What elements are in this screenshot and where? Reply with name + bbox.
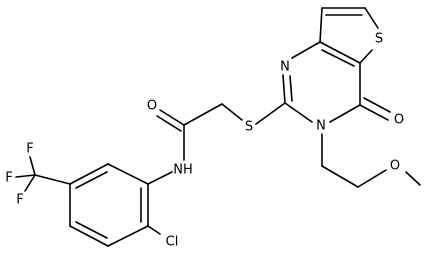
bond-cf3-f-left bbox=[15, 174, 36, 178]
bond-cf3-ring bbox=[34, 174, 71, 185]
bond-ring-nh bbox=[147, 171, 173, 185]
bond-o-ch3 bbox=[405, 171, 421, 186]
bond-c2-n1 bbox=[282, 74, 286, 104]
atom-nh: NH bbox=[173, 163, 193, 178]
atom-s-thiophene: S bbox=[375, 32, 383, 47]
bond-c7a-c4a-inner bbox=[321, 49, 355, 67]
atom-f-bottom: F bbox=[16, 193, 23, 208]
atom-o-methoxy: O bbox=[390, 159, 400, 174]
bond-benzene-1-inner bbox=[75, 171, 108, 189]
bond-benzene-4 bbox=[107, 225, 149, 247]
atom-o-amide: O bbox=[147, 99, 157, 114]
bond-amide-co-double bbox=[156, 115, 182, 132]
bond-s-c4a bbox=[359, 49, 373, 64]
bond-c7a-c4a bbox=[319, 41, 361, 64]
bond-c7a-c7 bbox=[319, 7, 323, 43]
bond-cf3-f-top bbox=[29, 156, 36, 176]
bond-n3-c2 bbox=[284, 102, 313, 123]
atom-f-left: F bbox=[5, 171, 12, 186]
bond-cf3-f-bottom bbox=[24, 174, 36, 192]
atom-cl: Cl bbox=[166, 235, 179, 250]
bond-ketone bbox=[359, 104, 389, 121]
bond-n1-c7a bbox=[291, 41, 321, 59]
bond-c4-n3 bbox=[329, 104, 361, 123]
bond-ring-cl bbox=[147, 225, 161, 235]
bond-ch2-s bbox=[221, 103, 243, 121]
bond-ketone-double bbox=[363, 97, 391, 113]
atom-n-ring: N bbox=[316, 119, 326, 134]
bond-benzene-5 bbox=[69, 225, 109, 247]
bond-amide-co bbox=[159, 109, 185, 126]
bond-benzene-5-inner bbox=[75, 221, 108, 239]
bond-benzene-1 bbox=[69, 163, 109, 185]
bond-benzene-2 bbox=[107, 163, 149, 185]
bond-c2-n1-double bbox=[289, 75, 293, 102]
bond-c6-s bbox=[364, 7, 379, 29]
bonds bbox=[15, 7, 421, 247]
atom-labels: F F F NH O S N S N O O Cl bbox=[5, 32, 404, 250]
bond-carbonyl-ch2 bbox=[183, 103, 223, 126]
bond-ch2-ch2 bbox=[321, 165, 359, 188]
atom-f-top: F bbox=[26, 142, 33, 157]
bond-ch2-o bbox=[357, 169, 387, 188]
atom-s-thioether: S bbox=[245, 120, 253, 135]
atom-n-pyrimidine: N bbox=[280, 60, 290, 75]
bond-s-pyrimidine bbox=[255, 102, 286, 125]
atom-o-ketone: O bbox=[394, 113, 404, 128]
